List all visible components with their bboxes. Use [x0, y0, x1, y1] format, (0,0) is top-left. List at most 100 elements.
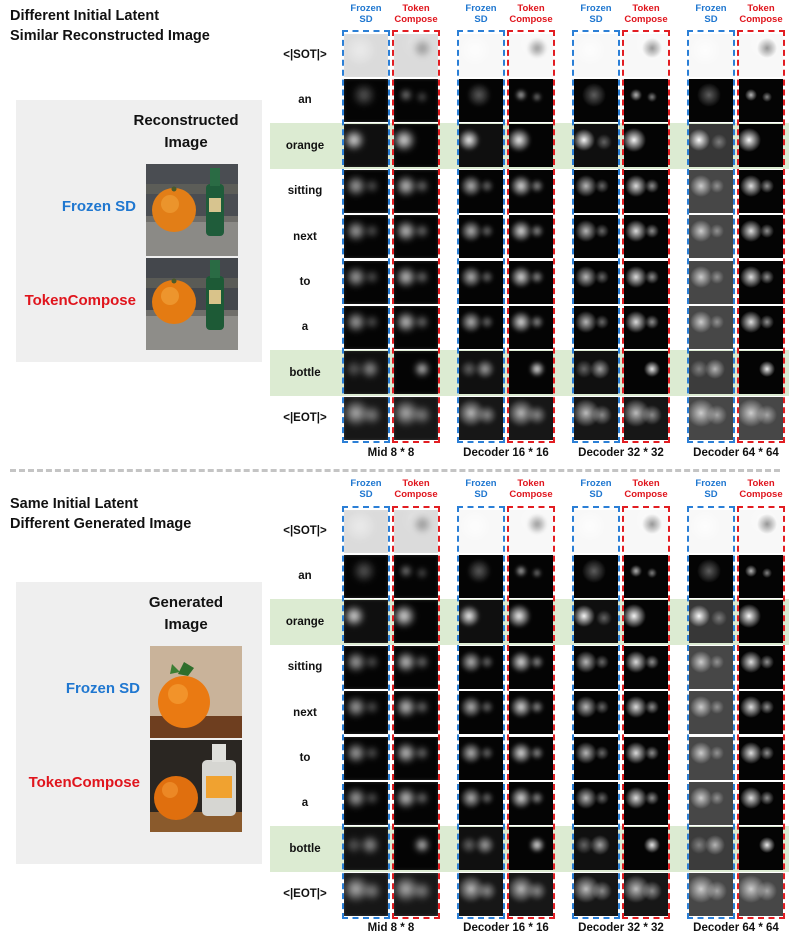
attention-map-frozen-1: [459, 305, 503, 349]
resolution-label-2: Decoder 32 * 32: [578, 922, 664, 934]
attention-map-token-0: [394, 169, 438, 213]
attention-map-token-1: [509, 872, 553, 916]
col-header-token-2: Token Compose: [624, 3, 668, 25]
attention-map-frozen-3: [689, 351, 733, 395]
attention-map-token-0: [394, 645, 438, 689]
token-label: a: [301, 797, 309, 810]
attention-map-token-2: [624, 351, 668, 395]
attention-map-token-1: [509, 124, 553, 168]
attention-map-frozen-1: [459, 33, 503, 77]
resolution-label-3: Decoder 64 * 64: [693, 922, 779, 934]
attention-map-frozen-1: [459, 260, 503, 304]
top-title-line2: Similar Reconstructed Image: [10, 28, 210, 44]
token-label: to: [299, 752, 311, 764]
attention-map-frozen-2: [574, 781, 618, 825]
token-label: orange: [285, 139, 325, 152]
column-outline-token-0: [392, 506, 440, 919]
attention-map-token-3: [739, 509, 783, 553]
attention-map-token-0: [394, 509, 438, 553]
attention-map-frozen-1: [459, 215, 503, 259]
token-label: next: [293, 230, 317, 243]
attention-map-token-0: [394, 33, 438, 77]
attention-map-token-2: [624, 169, 668, 213]
attention-map-token-1: [509, 781, 553, 825]
attention-map-frozen-1: [459, 509, 503, 553]
attention-map-frozen-0: [344, 215, 388, 259]
col-header-frozen-0: Frozen SD: [350, 478, 382, 500]
column-outline-frozen-2: [572, 506, 620, 919]
attention-map-frozen-3: [689, 396, 733, 440]
attention-map-token-3: [739, 396, 783, 440]
tokencompose-generated-photo: [150, 740, 242, 832]
reconstructed-image-box: Reconstructed Image Frozen SD TokenCompo…: [16, 100, 262, 362]
attention-map-token-2: [624, 600, 668, 644]
token-label: <|EOT|>: [283, 888, 327, 901]
attention-map-token-0: [394, 827, 438, 871]
attention-map-frozen-3: [689, 305, 733, 349]
attention-map-frozen-2: [574, 600, 618, 644]
attention-map-frozen-1: [459, 691, 503, 735]
attention-map-frozen-1: [459, 124, 503, 168]
attention-map-token-2: [624, 305, 668, 349]
token-label: an: [298, 570, 312, 583]
attention-map-frozen-2: [574, 305, 618, 349]
token-label: bottle: [289, 842, 321, 855]
attention-map-token-3: [739, 351, 783, 395]
attention-map-frozen-3: [689, 691, 733, 735]
column-outline-token-1: [507, 30, 555, 443]
attention-map-token-1: [509, 351, 553, 395]
attention-map-token-1: [509, 691, 553, 735]
col-header-frozen-2: Frozen SD: [580, 3, 612, 25]
attention-map-frozen-1: [459, 645, 503, 689]
panel-divider: [10, 469, 780, 472]
col-header-token-1: Token Compose: [509, 478, 553, 500]
attention-map-frozen-0: [344, 33, 388, 77]
attention-map-frozen-3: [689, 781, 733, 825]
generated-image-box: Generated Image Frozen SD TokenCompose: [16, 582, 262, 864]
attention-map-token-3: [739, 781, 783, 825]
token-label: to: [299, 276, 311, 288]
generated-image-header: Generated Image: [148, 594, 224, 633]
attention-map-frozen-3: [689, 509, 733, 553]
attention-map-frozen-3: [689, 600, 733, 644]
attention-map-frozen-1: [459, 781, 503, 825]
attention-map-frozen-3: [689, 124, 733, 168]
resolution-label-0: Mid 8 * 8: [367, 922, 415, 934]
token-label: a: [301, 321, 309, 334]
attention-map-frozen-0: [344, 645, 388, 689]
resolution-label-0: Mid 8 * 8: [367, 447, 415, 459]
bottom-title-line2: Different Generated Image: [10, 516, 192, 532]
attention-map-token-3: [739, 645, 783, 689]
attention-map-frozen-2: [574, 169, 618, 213]
attention-map-frozen-3: [689, 260, 733, 304]
tokencompose-label-bottom: TokenCompose: [28, 774, 140, 791]
attention-map-token-0: [394, 781, 438, 825]
attention-map-frozen-0: [344, 351, 388, 395]
attention-map-frozen-1: [459, 600, 503, 644]
token-label: <|SOT|>: [283, 49, 327, 61]
bottom-panel: Same Initial Latent Different Generated …: [0, 470, 789, 940]
attention-map-token-2: [624, 691, 668, 735]
attention-map-frozen-0: [344, 872, 388, 916]
column-outline-frozen-3: [687, 30, 735, 443]
attention-map-token-3: [739, 600, 783, 644]
attention-map-token-3: [739, 691, 783, 735]
attention-map-frozen-2: [574, 554, 618, 598]
column-outline-frozen-2: [572, 30, 620, 443]
attention-map-token-1: [509, 260, 553, 304]
token-label: sitting: [287, 185, 323, 198]
attention-map-frozen-2: [574, 215, 618, 259]
attention-map-frozen-3: [689, 169, 733, 213]
column-outline-token-2: [622, 506, 670, 919]
attention-map-token-2: [624, 215, 668, 259]
attention-map-frozen-1: [459, 827, 503, 871]
attention-map-token-3: [739, 33, 783, 77]
attention-map-frozen-2: [574, 351, 618, 395]
attention-map-token-3: [739, 78, 783, 122]
attention-map-frozen-1: [459, 396, 503, 440]
attention-map-frozen-3: [689, 872, 733, 916]
col-header-frozen-3: Frozen SD: [695, 3, 727, 25]
column-outline-frozen-0: [342, 506, 390, 919]
attention-map-frozen-2: [574, 260, 618, 304]
token-label: next: [293, 706, 317, 719]
